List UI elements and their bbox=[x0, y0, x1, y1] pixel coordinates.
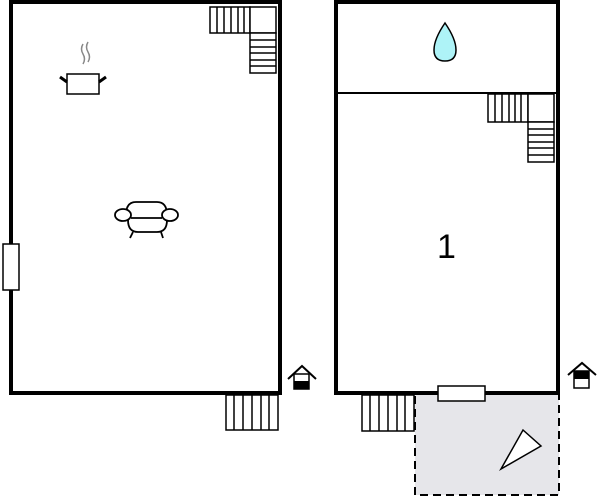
sofa-icon bbox=[114, 201, 179, 239]
room-number-label: 1 bbox=[437, 228, 456, 266]
upper-floor-walls bbox=[334, 0, 560, 395]
terrace-icon bbox=[499, 428, 543, 472]
entrance-stairs-icon bbox=[361, 394, 415, 432]
window-icon bbox=[2, 243, 20, 291]
kitchen-pot-icon bbox=[59, 41, 107, 95]
window-icon bbox=[437, 385, 486, 402]
stairs-icon bbox=[487, 93, 555, 163]
entrance-house-icon bbox=[287, 364, 317, 390]
stairs-icon bbox=[209, 6, 277, 74]
entrance-house-icon bbox=[567, 361, 597, 389]
ground-floor-walls bbox=[9, 0, 282, 395]
water-drop-icon bbox=[433, 21, 457, 62]
upper-floor: 1 bbox=[334, 0, 597, 496]
entrance-stairs-icon bbox=[225, 394, 279, 431]
ground-floor bbox=[2, 0, 317, 431]
